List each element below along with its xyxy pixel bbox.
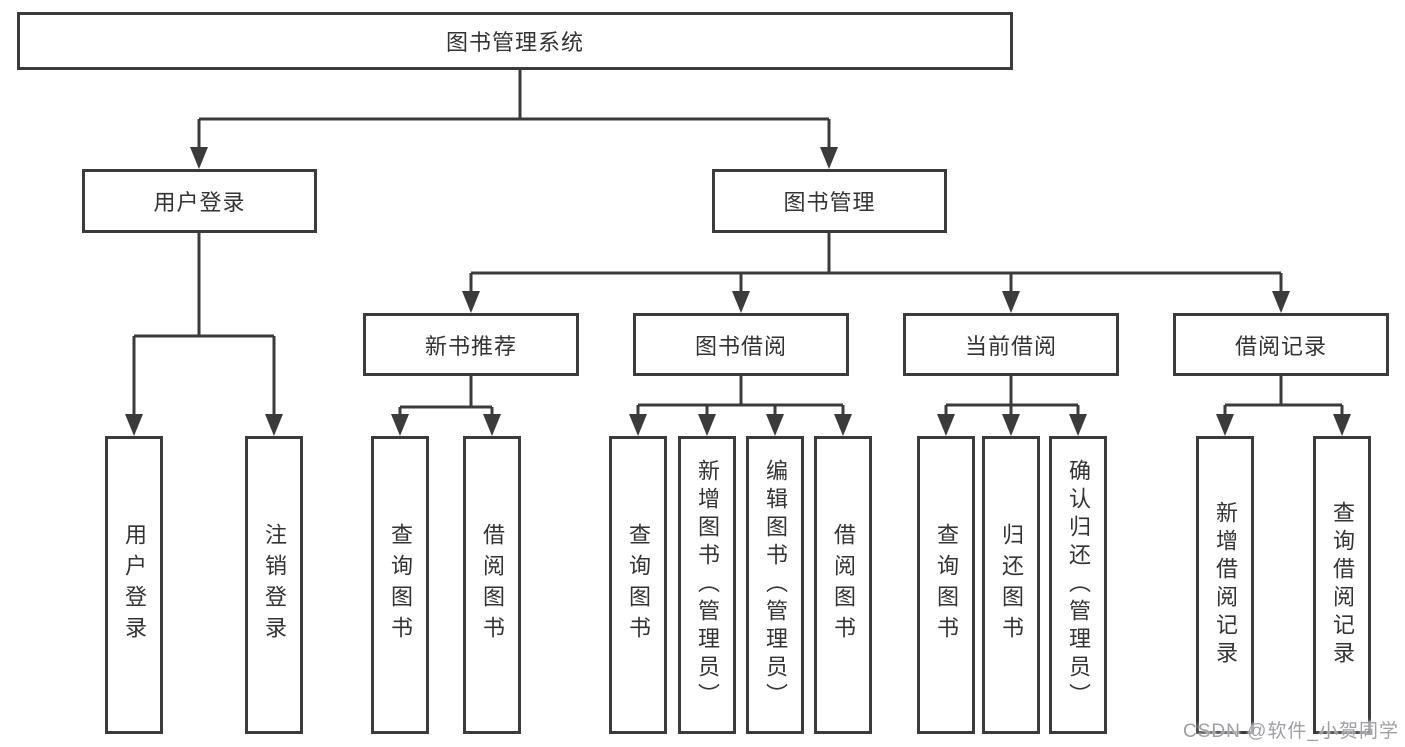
- node-query-borrow-record: 查询借阅记录: [1313, 436, 1371, 734]
- node-edit-books-admin: 编辑图书（管理员）: [746, 436, 804, 734]
- node-logout-label: 注销登录: [262, 523, 287, 647]
- node-book-management-label: 图书管理: [783, 190, 876, 215]
- node-add-borrow-record: 新增借阅记录: [1196, 436, 1254, 734]
- node-library-system-label: 图书管理系统: [445, 30, 584, 55]
- node-query-books-current-label: 查询图书: [934, 523, 959, 647]
- node-add-books-admin-label: 新增图书（管理员）: [695, 459, 720, 711]
- node-user-login-action: 用户登录: [105, 436, 163, 734]
- node-current-borrow: 当前借阅: [903, 313, 1119, 376]
- node-add-borrow-record-label: 新增借阅记录: [1213, 501, 1238, 669]
- node-logout: 注销登录: [245, 436, 303, 734]
- node-query-books-recommend-label: 查询图书: [388, 523, 413, 647]
- node-query-books-borrow-label: 查询图书: [626, 523, 651, 647]
- node-user-login: 用户登录: [82, 169, 317, 233]
- node-current-borrow-label: 当前借阅: [964, 333, 1057, 359]
- node-library-system: 图书管理系统: [17, 12, 1013, 70]
- node-query-borrow-record-label: 查询借阅记录: [1330, 501, 1355, 669]
- node-edit-books-admin-label: 编辑图书（管理员）: [763, 459, 788, 711]
- node-add-books-admin: 新增图书（管理员）: [678, 436, 736, 734]
- node-return-books-label: 归还图书: [999, 523, 1024, 647]
- node-borrow-records-label: 借阅记录: [1234, 333, 1327, 359]
- node-borrow-books-recommend: 借阅图书: [463, 436, 521, 734]
- node-book-borrow-label: 图书借阅: [694, 333, 787, 359]
- node-user-login-label: 用户登录: [153, 190, 246, 215]
- node-confirm-return-admin: 确认归还（管理员）: [1049, 436, 1107, 734]
- node-query-books-borrow: 查询图书: [609, 436, 667, 734]
- node-book-management: 图书管理: [712, 169, 947, 233]
- node-borrow-books-action: 借阅图书: [814, 436, 872, 734]
- node-borrow-books-action-label: 借阅图书: [831, 523, 856, 647]
- csdn-watermark: CSDN @软件_小贺同学: [1183, 721, 1399, 742]
- node-new-book-recommend-label: 新书推荐: [424, 333, 517, 359]
- node-user-login-action-label: 用户登录: [122, 523, 147, 647]
- node-new-book-recommend: 新书推荐: [363, 313, 579, 376]
- node-book-borrow: 图书借阅: [633, 313, 849, 376]
- node-return-books: 归还图书: [982, 436, 1040, 734]
- node-borrow-books-recommend-label: 借阅图书: [480, 523, 505, 647]
- node-confirm-return-admin-label: 确认归还（管理员）: [1066, 459, 1091, 711]
- node-query-books-current: 查询图书: [917, 436, 975, 734]
- node-query-books-recommend: 查询图书: [371, 436, 429, 734]
- node-borrow-records: 借阅记录: [1173, 313, 1389, 376]
